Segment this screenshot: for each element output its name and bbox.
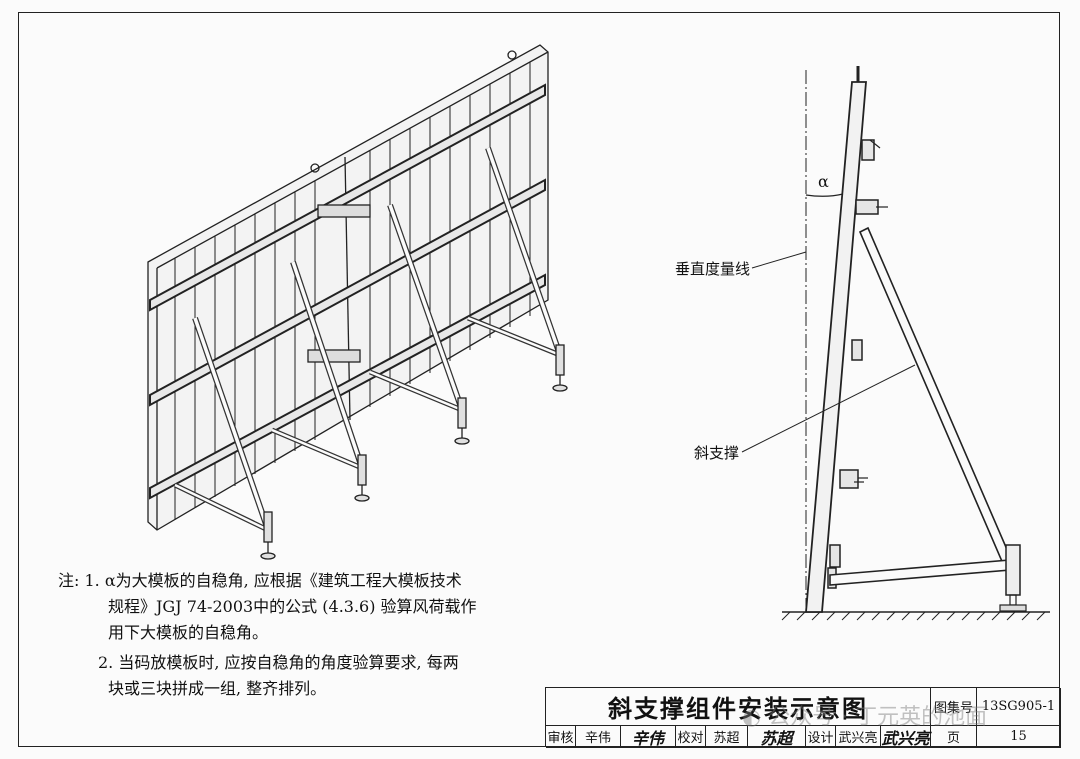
review-label: 审核: [546, 726, 576, 748]
vertical-line-label: 垂直度量线: [675, 260, 751, 278]
reviewer-name: 辛伟: [576, 726, 621, 748]
note-line: 块或三块拼成一组, 整齐排列。: [108, 679, 327, 698]
note-line: 规程》JGJ 74-2003中的公式 (4.3.6) 验算风荷载作: [108, 597, 477, 616]
designer-name: 武兴亮: [836, 726, 881, 748]
design-label: 设计: [806, 726, 836, 748]
reviewer-signature: 辛伟: [621, 726, 676, 748]
side-elevation: [741, 66, 1050, 621]
atlas-number: 13SG905-1: [977, 688, 1061, 726]
checker-signature: 苏超: [748, 726, 806, 748]
checker-name: 苏超: [706, 726, 748, 748]
drawing-title: 斜支撑组件安装示意图: [546, 688, 931, 726]
note-line: 2. 当码放模板时, 应按自稳角的角度验算要求, 每两: [98, 653, 459, 672]
note-line: 用下大模板的自稳角。: [108, 623, 269, 642]
page-label: 页: [931, 726, 977, 748]
atlas-label: 图集号: [931, 688, 977, 726]
notes: 注: 1. α为大模板的自稳角, 应根据《建筑工程大模板技术 规程》JGJ 74…: [58, 568, 558, 702]
title-block: 斜支撑组件安装示意图 图集号 13SG905-1 审核 辛伟 辛伟 校对 苏超 …: [545, 687, 1061, 748]
watermark: ◐ 公众号 · 丁元英的池面: [742, 705, 988, 730]
formwork-panel-isometric: [147, 44, 568, 560]
check-label: 校对: [676, 726, 706, 748]
note-line: 注: 1. α为大模板的自稳角, 应根据《建筑工程大模板技术: [58, 571, 462, 590]
drawing-frame: [18, 12, 1060, 747]
page-number: 15: [977, 726, 1061, 748]
alpha-label: α: [818, 172, 829, 191]
diagonal-brace-label: 斜支撑: [694, 444, 740, 462]
designer-signature: 武兴亮: [881, 726, 931, 748]
